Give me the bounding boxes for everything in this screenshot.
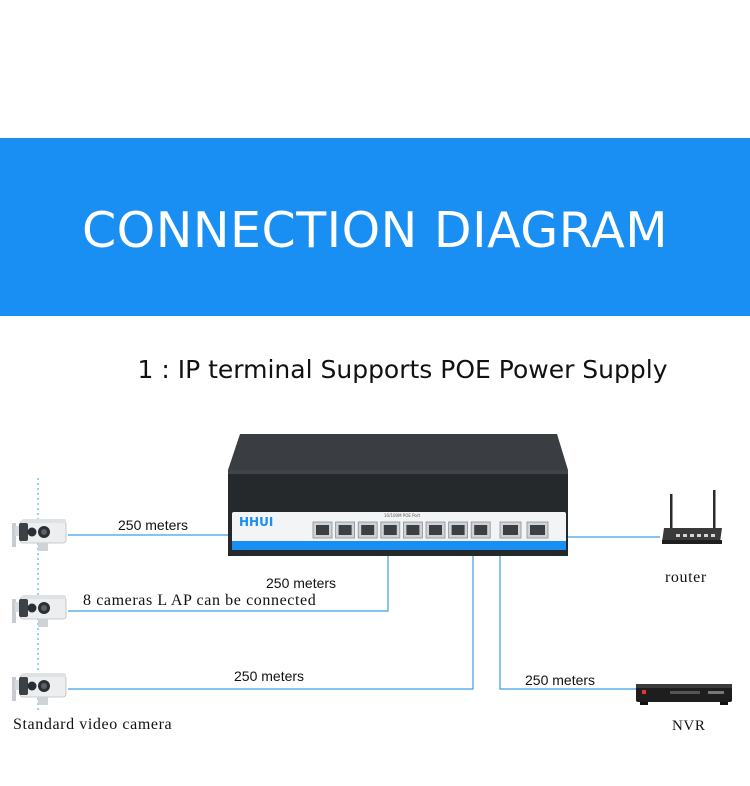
poe-port	[335, 521, 356, 539]
page-title: CONNECTION DIAGRAM	[81, 202, 669, 259]
nvr-link	[499, 551, 638, 690]
router-antenna	[670, 494, 673, 528]
switch-ports	[312, 521, 549, 539]
subtitle: 1 : IP terminal Supports POE Power Suppl…	[137, 355, 668, 384]
camera-icon	[12, 595, 67, 627]
capacity-note: 8 cameras L AP can be connected	[83, 592, 317, 609]
nvr	[636, 684, 732, 705]
camera1-distance: 250 meters	[118, 517, 189, 533]
nvr-label: NVR	[672, 718, 706, 734]
switch-port-label: 10/100M POE Port	[384, 513, 421, 518]
switch-logo: HHUI	[239, 515, 273, 529]
connection-lines	[68, 534, 660, 690]
camera2-distance: 250 meters	[266, 575, 337, 591]
camera3-distance: 250 meters	[234, 668, 305, 684]
camera-icon	[12, 673, 67, 705]
cameras	[12, 519, 67, 705]
poe-switch: HHUI 10/100M POE Port	[228, 434, 568, 556]
camera-icon	[12, 519, 67, 551]
router-antenna	[713, 490, 716, 528]
poe-port	[402, 521, 423, 539]
poe-port	[380, 521, 401, 539]
poe-port	[357, 521, 378, 539]
camera-caption: Standard video camera	[13, 716, 173, 733]
camera3-link	[68, 551, 474, 690]
title-banner	[0, 138, 750, 316]
router	[662, 490, 722, 544]
uplink-port	[499, 521, 522, 539]
uplink-port	[526, 521, 549, 539]
camera2-link	[68, 551, 389, 612]
poe-port	[448, 521, 469, 539]
router-label: router	[665, 569, 707, 586]
poe-port	[425, 521, 446, 539]
poe-port	[312, 521, 333, 539]
poe-port	[470, 521, 491, 539]
nvr-distance: 250 meters	[525, 672, 596, 688]
